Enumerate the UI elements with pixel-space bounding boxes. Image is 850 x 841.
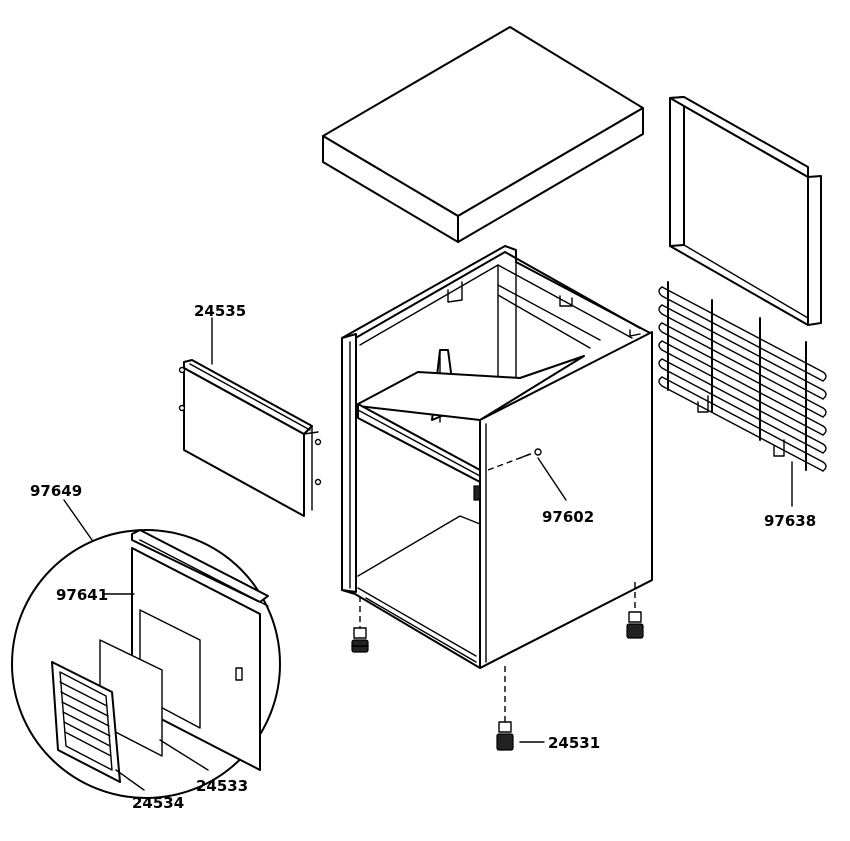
side-panel (178, 359, 322, 517)
leader-lines (63, 317, 793, 791)
label-97638: 97638 (764, 512, 816, 530)
label-24535: 24535 (194, 302, 246, 320)
back-panel (669, 96, 822, 326)
label-97641: 97641 (56, 586, 108, 604)
label-97602: 97602 (542, 508, 594, 526)
cabinet-foot-front (496, 666, 514, 751)
cabinet-body (341, 245, 653, 669)
label-24534: 24534 (132, 794, 184, 812)
wire-shelf (658, 281, 827, 472)
cabinet-foot-right (626, 582, 644, 639)
cabinet-foot-left (351, 596, 369, 653)
label-24533: 24533 (196, 777, 248, 795)
countertop-top (322, 26, 644, 243)
screw-97602 (487, 448, 542, 471)
label-24531: 24531 (548, 734, 600, 752)
inset-detail-circle (11, 529, 281, 799)
label-97649: 97649 (30, 482, 82, 500)
